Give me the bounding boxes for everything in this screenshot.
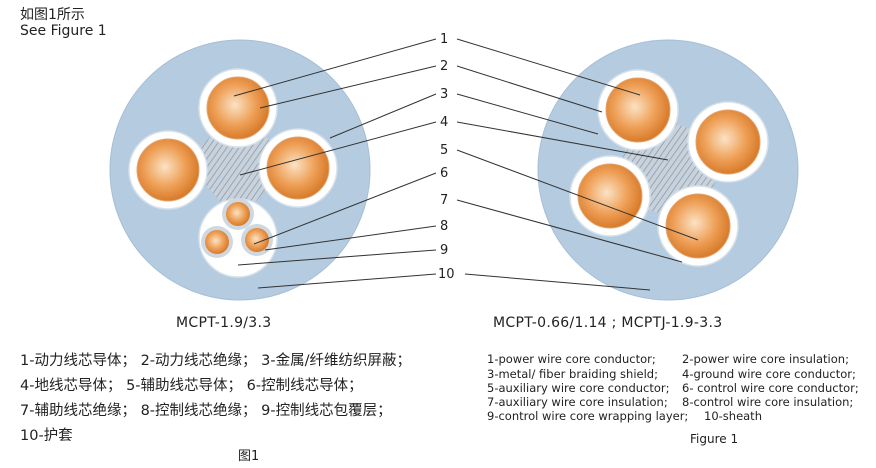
left-power-core-right	[258, 128, 338, 208]
model-right: MCPT-0.66/1.14 ; MCPTJ-1.9-3.3	[493, 315, 723, 331]
left-power-core-left	[128, 130, 208, 210]
callout-2: 2	[440, 59, 448, 74]
legend-en-4: 4-ground wire core conductor;	[682, 367, 856, 381]
callout-3: 3	[440, 87, 448, 102]
legend-en-2: 2-power wire core insulation;	[682, 352, 849, 366]
legend-en-8: 8-control wire core insulation;	[682, 395, 854, 409]
legend-cn-line-4: 10-护套	[20, 428, 73, 444]
left-cable	[109, 39, 371, 301]
right-power-core-topright	[687, 101, 769, 183]
right-ground-core	[657, 185, 739, 267]
caption-cn: 如图1所示	[20, 7, 85, 23]
leader-lines	[233, 38, 699, 291]
figure-label-en: Figure 1	[690, 432, 739, 446]
legend-en-7: 7-auxiliary wire core insulation;	[487, 395, 668, 409]
callout-numbers: 1 2 3 4 5 6 7 8 9 10	[438, 32, 455, 282]
legend-en-1: 1-power wire core conductor;	[487, 352, 656, 366]
left-power-core-top	[198, 68, 278, 148]
callout-1: 1	[440, 32, 448, 47]
right-cable	[537, 39, 799, 301]
legend-en-9: 9-control wire core wrapping layer;	[487, 409, 689, 423]
callout-4: 4	[440, 115, 448, 130]
callout-8: 8	[440, 219, 448, 234]
callout-6: 6	[440, 166, 448, 181]
legend-en-3: 3-metal/ fiber braiding shield;	[487, 367, 658, 381]
callout-5: 5	[440, 143, 448, 158]
left-control-bundle	[198, 198, 278, 278]
callout-7: 7	[440, 193, 448, 208]
callout-9: 9	[440, 243, 448, 258]
legend-cn-line-3: 7-辅助线芯绝缘； 8-控制线芯绝缘； 9-控制线芯包覆层；	[20, 403, 392, 419]
callout-10: 10	[438, 267, 455, 282]
right-power-core-bottomleft	[569, 155, 651, 237]
legend-en-6: 6- control wire core conductor;	[682, 381, 859, 395]
legend-cn-line-1: 1-动力线芯导体； 2-动力线芯绝缘； 3-金属/纤维纺织屏蔽；	[20, 353, 411, 369]
caption-en: See Figure 1	[20, 23, 107, 39]
right-power-core-topleft	[597, 69, 679, 151]
legend-en-5: 5-auxiliary wire core conductor;	[487, 381, 670, 395]
legend-en-10: 10-sheath	[704, 409, 762, 423]
figure-label-cn: 图1	[238, 449, 260, 464]
legend-cn-line-2: 4-地线芯导体； 5-辅助线芯导体； 6-控制线芯导体；	[20, 378, 363, 394]
model-left: MCPT-1.9/3.3	[176, 315, 272, 331]
